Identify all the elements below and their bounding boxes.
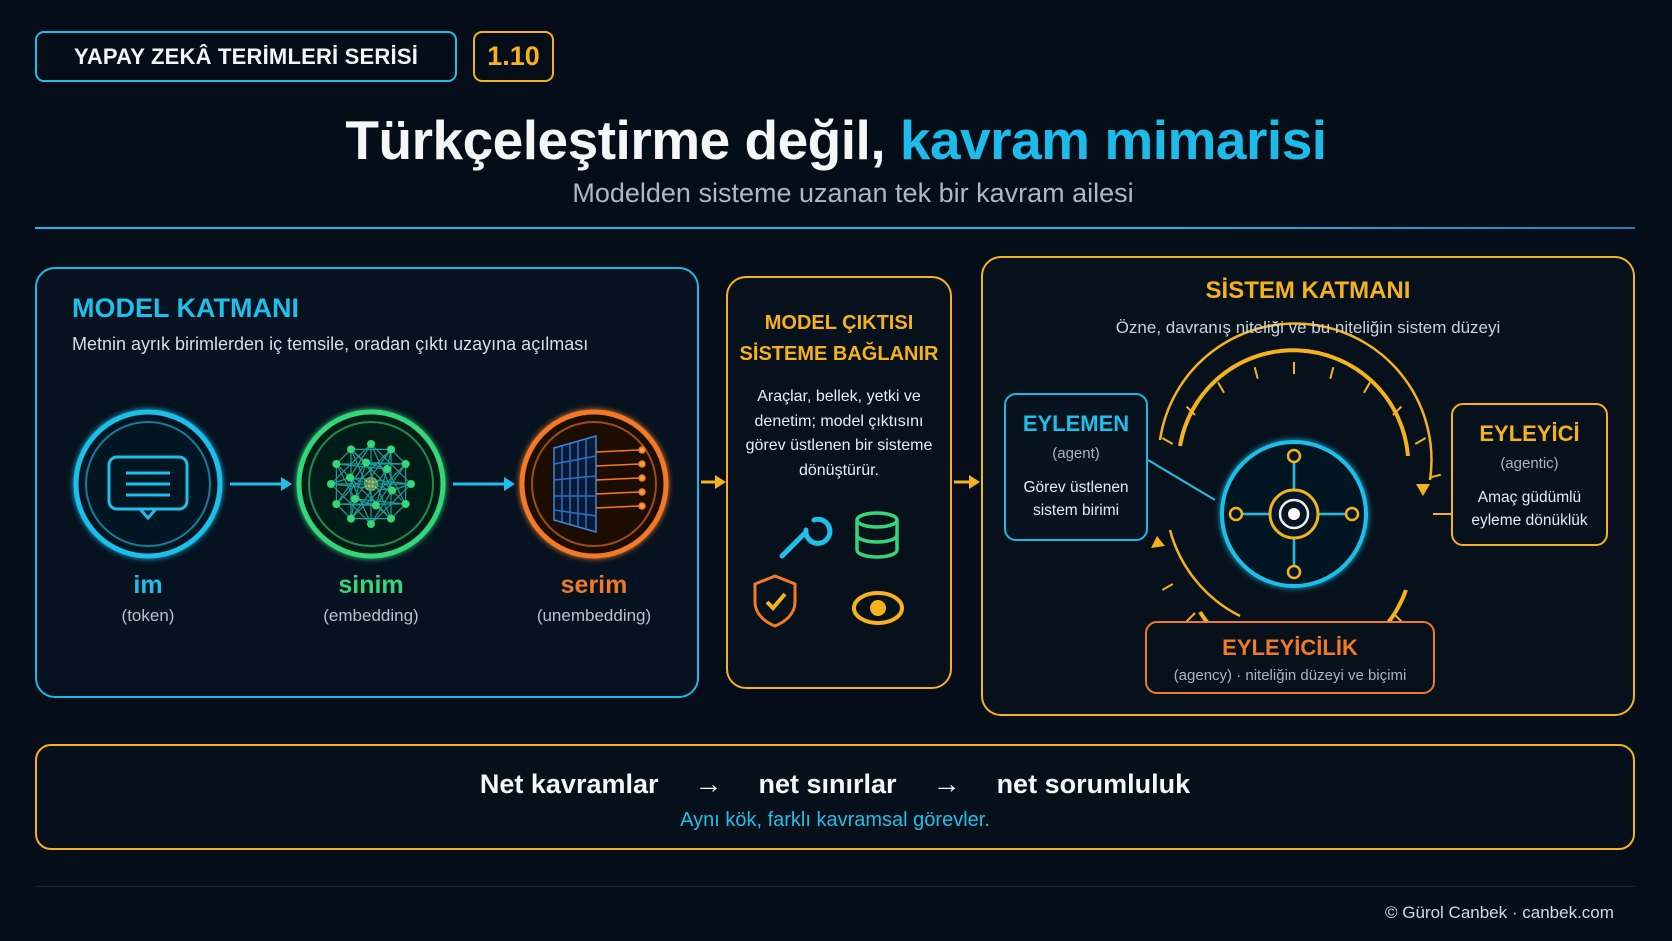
arrow-bridge-to-system	[954, 475, 980, 489]
agent-desc-line2: sistem birimi	[1032, 502, 1120, 519]
agent-term: (agent)	[1052, 445, 1100, 462]
principle-step-concepts: Net kavramlar	[479, 768, 659, 799]
system-layer-description: Özne, davranış niteliği ve bu niteliğin …	[1115, 318, 1501, 337]
agency-box: EYLEYİCİLİK (agency) · niteliğin düzeyi …	[1145, 621, 1435, 694]
principle-bar	[35, 744, 1635, 850]
agentic-title: EYLEYİCİ	[1479, 421, 1580, 446]
page-subtitle: Modelden sisteme uzanan tek bir kavram a…	[572, 178, 1134, 208]
model-layer-panel	[35, 267, 699, 698]
token-node: im (token)	[48, 571, 248, 626]
model-layer-title: MODEL KATMANI	[72, 293, 299, 323]
embedding-name: sinim	[338, 571, 404, 599]
agent-title: EYLEMEN	[1022, 411, 1130, 436]
bridge-description: Araçlar, bellek, yetki ve denetim; model…	[745, 388, 933, 479]
agentic-desc-line1: Amaç güdümlü	[1477, 489, 1582, 506]
unembedding-term: (unembedding)	[536, 606, 652, 625]
system-layer-title: SİSTEM KATMANI	[1205, 277, 1411, 304]
principle-step-boundaries: net sınırlar	[758, 768, 897, 799]
agent-desc-line1: Görev üstlenen	[1023, 479, 1129, 496]
series-label: YAPAY ZEKÂ TERİMLERİ SERİSİ	[73, 43, 419, 69]
model-layer-description: Metnin ayrık birimlerden iç temsile, ora…	[72, 334, 589, 354]
token-term: (token)	[121, 606, 175, 625]
title-main: Türkçeleştirme değil,	[345, 109, 900, 171]
footer-credit: © Gürol Canbek · canbek.com	[1385, 903, 1614, 922]
unembedding-node: serim (unembedding)	[494, 571, 694, 626]
page-title: Türkçeleştirme değil, kavram mimarisi	[0, 108, 1672, 172]
embedding-node: sinim (embedding)	[271, 571, 471, 626]
agent-description: Görev üstlenen sistem birimi	[1006, 476, 1146, 522]
agentic-description: Amaç güdümlü eyleme dönüklük	[1453, 486, 1606, 532]
agentic-term: (agentic)	[1500, 455, 1559, 472]
token-name: im	[133, 571, 163, 599]
agentic-box: EYLEYİCİ (agentic) Amaç güdümlü eyleme d…	[1451, 403, 1608, 546]
footer-divider	[35, 886, 1635, 887]
agency-title: EYLEYİCİLİK	[1222, 635, 1358, 660]
arrow-right-icon: →	[694, 768, 723, 799]
principle-step-responsibility: net sorumluluk	[996, 768, 1191, 799]
agentic-desc-line2: eyleme dönüklük	[1471, 512, 1588, 529]
arrow-model-to-bridge	[701, 475, 726, 489]
header-divider	[35, 227, 1635, 229]
unembedding-name: serim	[560, 571, 628, 599]
bridge-title-line1: MODEL ÇIKTISI	[764, 312, 914, 334]
agency-description: (agency) · niteliğin düzeyi ve biçimi	[1173, 667, 1407, 684]
bridge-title: MODEL ÇIKTISI SİSTEME BAĞLANIR	[726, 308, 952, 370]
title-accent: kavram mimarisi	[899, 109, 1327, 171]
episode-number: 1.10	[487, 41, 540, 71]
episode-number-badge: 1.10	[473, 31, 554, 82]
principle-tagline: Aynı kök, farklı kavramsal görevler.	[680, 809, 990, 831]
principle-flow: Net kavramlar → net sınırlar → net sorum…	[35, 768, 1635, 800]
embedding-term: (embedding)	[323, 606, 419, 625]
agent-box: EYLEMEN (agent) Görev üstlenen sistem bi…	[1004, 393, 1148, 541]
bridge-title-line2: SİSTEME BAĞLANIR	[739, 343, 939, 365]
series-badge: YAPAY ZEKÂ TERİMLERİ SERİSİ	[35, 31, 457, 82]
arrow-right-icon: →	[932, 768, 961, 799]
